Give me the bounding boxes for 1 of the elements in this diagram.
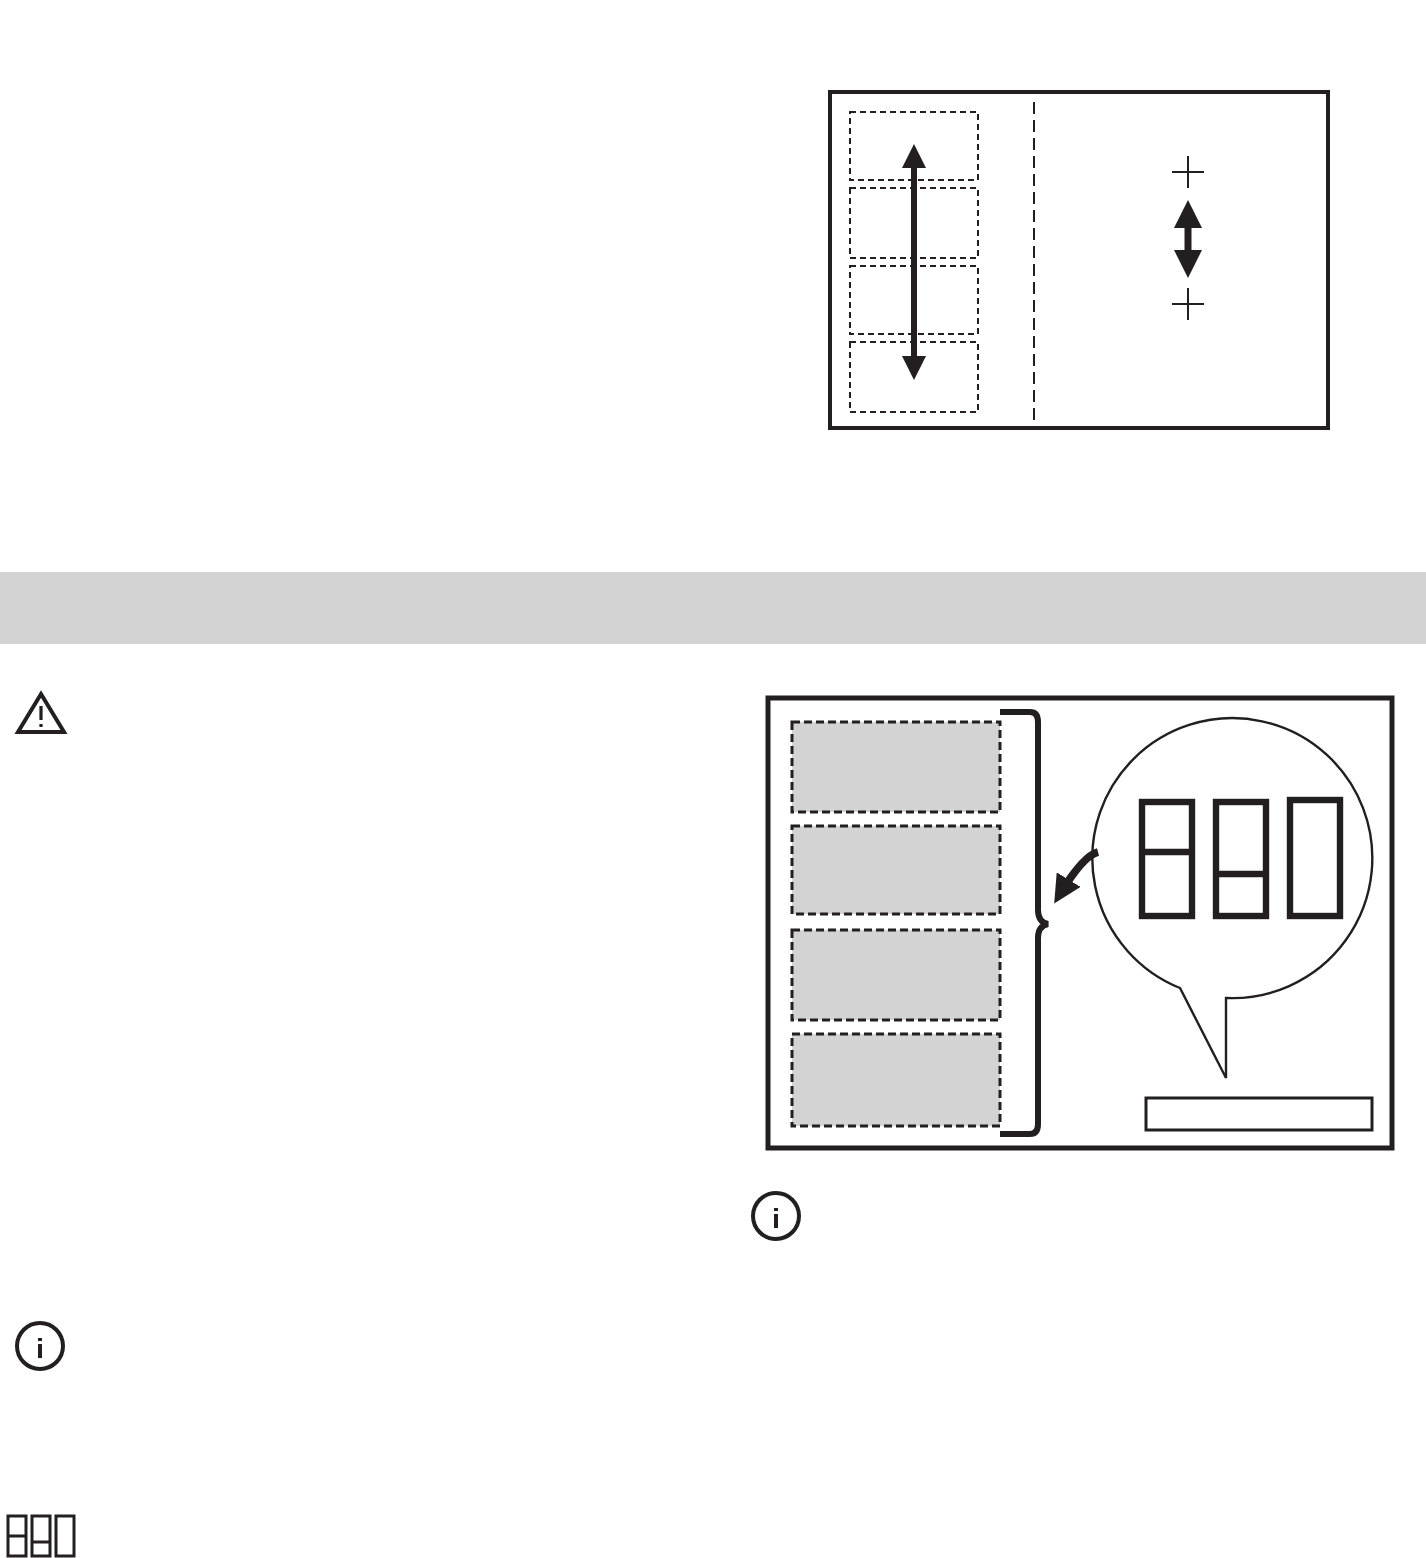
curved-arrow xyxy=(1054,848,1100,904)
